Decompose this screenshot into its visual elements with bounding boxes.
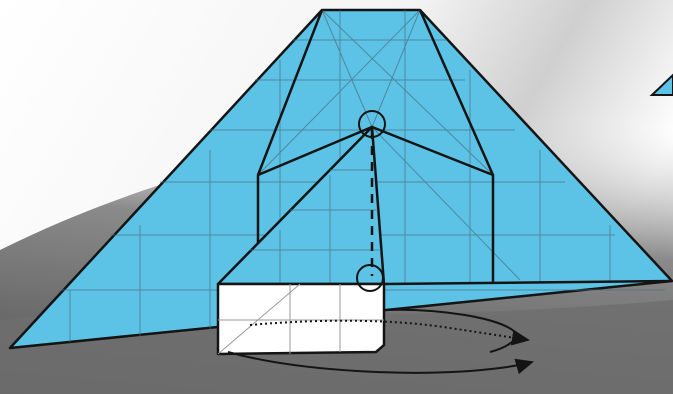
white-panel	[218, 284, 384, 354]
